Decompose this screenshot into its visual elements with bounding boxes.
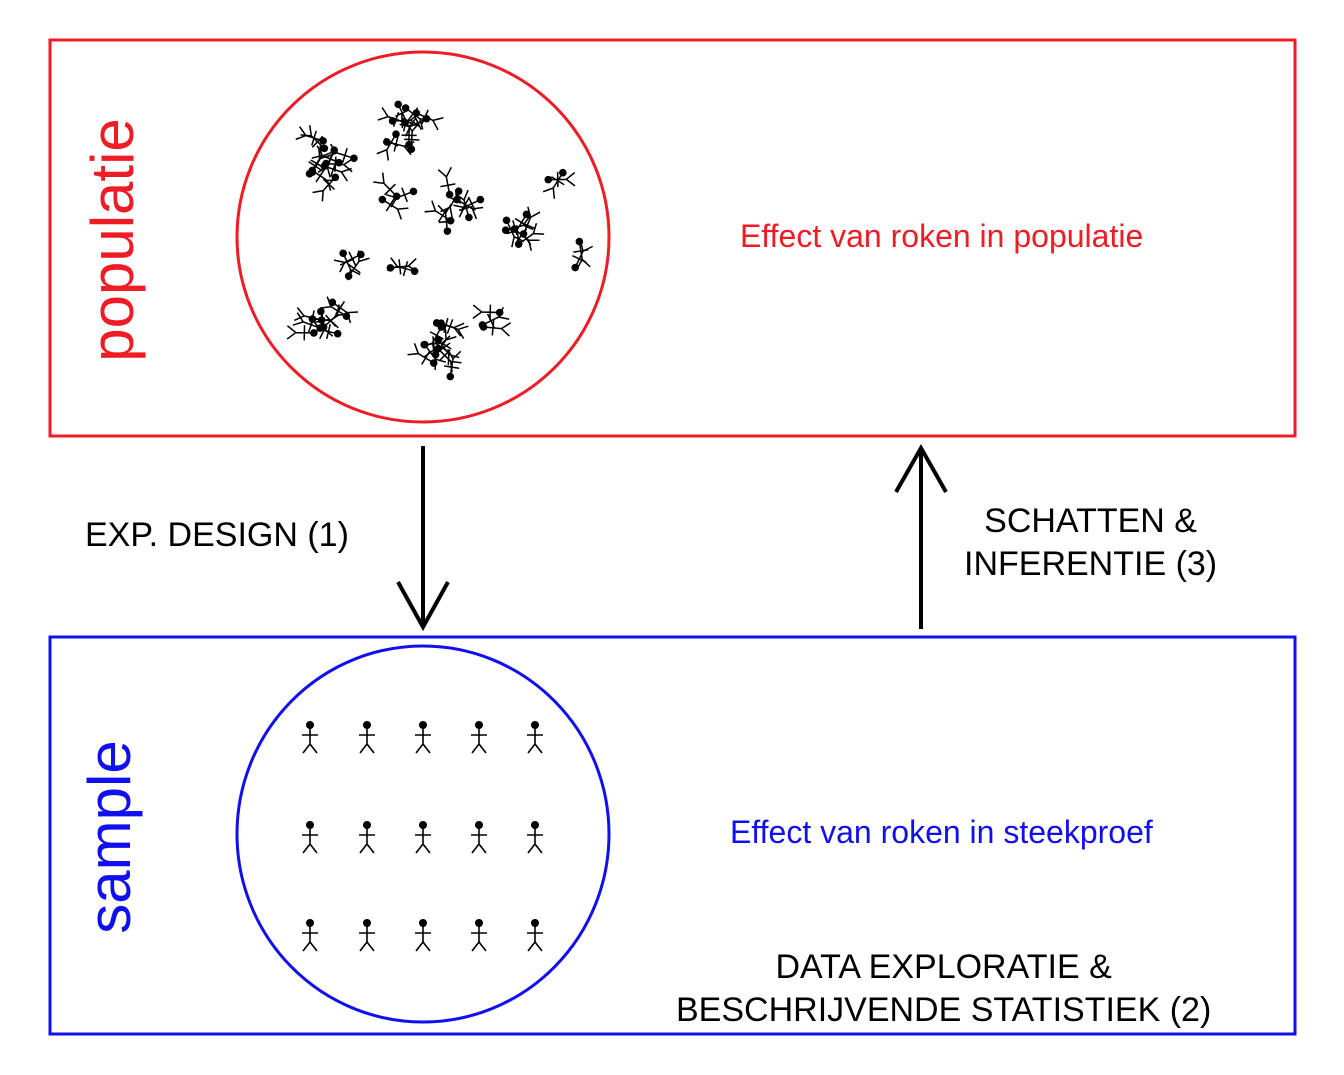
- stick-figure-icon: [373, 172, 401, 201]
- stick-figure-icon: [376, 130, 400, 161]
- stick-figure-icon: [383, 136, 415, 156]
- stick-figure-icon: [407, 343, 438, 367]
- stick-figure-icon: [320, 296, 351, 320]
- stick-figure-icon: [333, 250, 365, 273]
- stick-figure-icon: [573, 237, 591, 270]
- arrow-up-icon: [894, 443, 948, 629]
- stick-figure-icon: [302, 919, 318, 952]
- stick-figure-icon: [326, 143, 358, 163]
- stick-figure-icon: [378, 195, 409, 220]
- stick-figure-icon: [471, 919, 487, 952]
- inference-step-label: SCHATTEN & INFERENTIE (3): [964, 500, 1217, 585]
- stick-figure-icon: [437, 166, 456, 199]
- stick-figure-icon: [317, 146, 339, 178]
- stick-figure-icon: [344, 250, 370, 280]
- stick-figure-icon: [386, 187, 418, 208]
- stick-figure-icon: [527, 919, 543, 952]
- stick-figure-icon: [308, 312, 340, 329]
- stick-figure-icon: [544, 171, 576, 188]
- stick-figure-icon: [514, 223, 545, 248]
- sample-circle: [235, 644, 611, 1024]
- sample-box: [48, 635, 1297, 1036]
- sample-figures: [302, 721, 543, 952]
- inference-line-2: INFERENTIE (3): [964, 544, 1218, 583]
- design-step-label: EXP. DESIGN (1): [85, 516, 349, 554]
- stick-figure-icon: [422, 323, 446, 354]
- exploration-line-1: DATA EXPLORATIE &: [775, 948, 1112, 986]
- population-label: populatie: [79, 118, 146, 362]
- stick-figure-icon: [479, 320, 512, 337]
- stick-figure-icon: [440, 187, 463, 218]
- stick-figure-icon: [415, 919, 431, 952]
- stick-figure-icon: [527, 821, 543, 854]
- stick-figure-icon: [437, 203, 455, 235]
- stick-figure-icon: [388, 112, 420, 129]
- stick-figure-icon: [571, 240, 593, 272]
- stick-figure-icon: [309, 320, 342, 340]
- stick-figure-icon: [300, 125, 329, 153]
- exploration-line-2: BESCHRIJVENDE STATISTIEK (2): [676, 990, 1212, 1029]
- population-box: [48, 38, 1297, 438]
- exploration-step-label: DATA EXPLORATIE & BESCHRIJVENDE STATISTI…: [676, 946, 1211, 1031]
- stick-figure-icon: [302, 821, 318, 854]
- stick-figure-icon: [359, 821, 375, 854]
- stick-figure-icon: [312, 173, 340, 202]
- population-figures: [286, 100, 593, 381]
- stick-figure-icon: [424, 200, 455, 225]
- stick-figure-icon: [415, 721, 431, 754]
- stick-figure-icon: [399, 114, 431, 137]
- stick-figure-icon: [302, 721, 318, 754]
- sample-effect-text: Effect van roken in steekproef: [730, 814, 1153, 850]
- stick-figure-icon: [359, 919, 375, 952]
- stick-figure-icon: [434, 344, 462, 373]
- stick-figure-icon: [359, 721, 375, 754]
- arrow-down-icon: [396, 446, 450, 632]
- stick-figure-icon: [415, 821, 431, 854]
- stick-figure-icon: [502, 216, 525, 248]
- stick-figure-icon: [386, 257, 419, 277]
- stick-figure-icon: [454, 189, 474, 222]
- stick-figure-icon: [420, 335, 452, 352]
- stick-figure-icon: [305, 147, 331, 178]
- inference-line-1: SCHATTEN &: [984, 502, 1197, 540]
- stick-figure-icon: [471, 721, 487, 754]
- population-circle: [235, 50, 611, 424]
- stick-figure-icon: [527, 721, 543, 754]
- stick-figure-icon: [453, 195, 485, 218]
- population-effect-text: Effect van roken in populatie: [740, 218, 1144, 254]
- stick-figure-icon: [404, 121, 420, 153]
- stick-figure-icon: [471, 821, 487, 854]
- stick-figure-icon: [319, 304, 348, 331]
- stick-figure-icon: [394, 100, 417, 132]
- sample-label: sample: [76, 740, 143, 934]
